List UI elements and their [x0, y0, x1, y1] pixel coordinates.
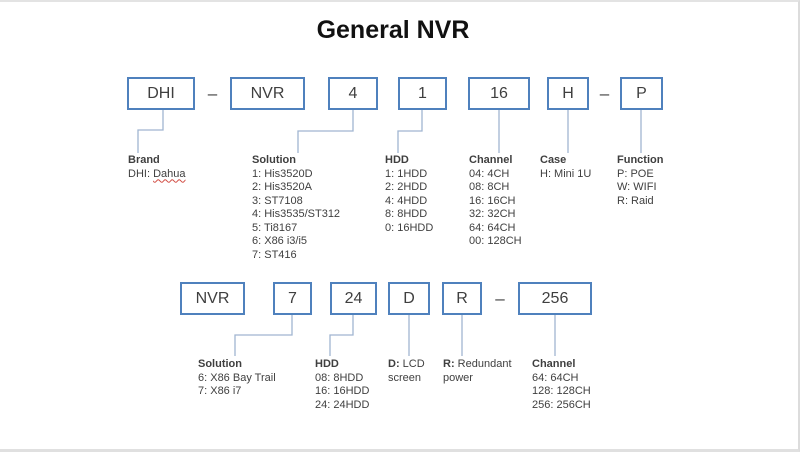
- code-box-hdd-2: 24: [330, 282, 377, 315]
- label-item: 00: 128CH: [469, 235, 522, 247]
- label-channel-title: Channel: [469, 154, 513, 166]
- label-item: 4: His3535/ST312: [252, 208, 341, 220]
- label-case: Case H: Mini 1U: [540, 154, 591, 181]
- label-item: 5: Ti8167: [252, 221, 298, 234]
- label-brand-value: DHI: Dahua: [128, 168, 185, 182]
- label-item: 2: His3520A: [252, 181, 312, 193]
- label-item: 08: 8HDD: [315, 371, 364, 384]
- label-item: 2: 2HDD: [385, 181, 428, 193]
- connector-solution-2: [234, 315, 293, 356]
- label-item: 32: 32CH: [469, 208, 516, 220]
- label-item: R: Raid: [617, 194, 654, 207]
- label-item: 64: 64CH: [532, 371, 579, 384]
- label-item: H: Mini 1U: [540, 167, 592, 180]
- label-hdd-2-title: HDD: [315, 358, 339, 370]
- label-item: 1: His3520D: [252, 167, 313, 180]
- label-solution-2-title: Solution: [198, 358, 242, 370]
- label-power: R: Redundant power: [443, 358, 512, 385]
- label-lcd-line1: D: LCD: [388, 358, 425, 372]
- label-channel-2-title: Channel: [532, 358, 576, 370]
- label-item: 08: 8CH: [469, 181, 510, 193]
- label-brand: Brand DHI: Dahua: [128, 154, 185, 181]
- power-text: Redundant: [457, 358, 512, 370]
- label-item: 1: 1HDD: [385, 167, 428, 180]
- code-box-solution-2: 7: [273, 282, 312, 315]
- separator-dash: –: [495, 288, 505, 308]
- label-item: W: WIFI: [617, 181, 657, 193]
- label-item: 6: X86 i3/i5: [252, 235, 308, 247]
- lcd-text: LCD: [402, 358, 425, 370]
- separator-dash: –: [207, 83, 218, 103]
- separator-dash: –: [599, 83, 610, 103]
- label-item: 128: 128CH: [532, 385, 591, 397]
- code-box-nvr: NVR: [230, 77, 305, 110]
- label-brand-title: Brand: [128, 154, 160, 166]
- label-item: 16: 16HDD: [315, 385, 370, 397]
- code-box-power: R: [442, 282, 482, 315]
- code-box-channel-2: 256: [518, 282, 592, 315]
- label-item: 04: 4CH: [469, 167, 510, 180]
- label-power-line2: power: [443, 371, 473, 384]
- code-box-lcd: D: [388, 282, 430, 315]
- label-item: 7: ST416: [252, 248, 297, 261]
- power-term: R:: [443, 358, 455, 370]
- label-item: 256: 256CH: [532, 398, 591, 411]
- label-item: 6: X86 Bay Trail: [198, 371, 276, 384]
- label-case-items: H: Mini 1U: [540, 168, 591, 182]
- brand-prefix: DHI:: [128, 167, 150, 180]
- code-box-solution: 4: [328, 77, 378, 110]
- label-hdd-title: HDD: [385, 154, 409, 166]
- connector-hdd-2: [329, 315, 354, 356]
- code-box-case: H: [547, 77, 589, 110]
- code-box-function: P: [620, 77, 663, 110]
- label-power-line1: R: Redundant: [443, 358, 512, 372]
- brand-word: Dahua: [153, 167, 186, 180]
- label-item: 0: 16HDD: [385, 221, 434, 234]
- code-box-channel: 16: [468, 77, 530, 110]
- label-item: 24: 24HDD: [315, 398, 370, 411]
- code-box-nvr-2: NVR: [180, 282, 245, 315]
- connector-solution: [297, 110, 354, 153]
- lcd-term: D:: [388, 358, 400, 370]
- label-solution-title: Solution: [252, 154, 296, 166]
- label-item: 64: 64CH: [469, 221, 516, 234]
- connector-hdd: [397, 110, 423, 153]
- label-lcd-line2: screen: [388, 371, 422, 384]
- page-title: General NVR: [316, 16, 470, 44]
- label-item: 8: 8HDD: [385, 208, 428, 220]
- label-item: 3: ST7108: [252, 194, 303, 207]
- label-lcd: D: LCD screen: [388, 358, 425, 385]
- label-item: P: POE: [617, 167, 654, 180]
- connector-brand: [137, 110, 164, 153]
- label-item: 7: X86 i7: [198, 385, 242, 397]
- code-box-hdd: 1: [398, 77, 447, 110]
- label-item: 4: 4HDD: [385, 194, 428, 207]
- label-function-title: Function: [617, 154, 664, 166]
- label-item: 16: 16CH: [469, 194, 516, 207]
- label-case-title: Case: [540, 154, 567, 166]
- code-box-brand: DHI: [127, 77, 195, 110]
